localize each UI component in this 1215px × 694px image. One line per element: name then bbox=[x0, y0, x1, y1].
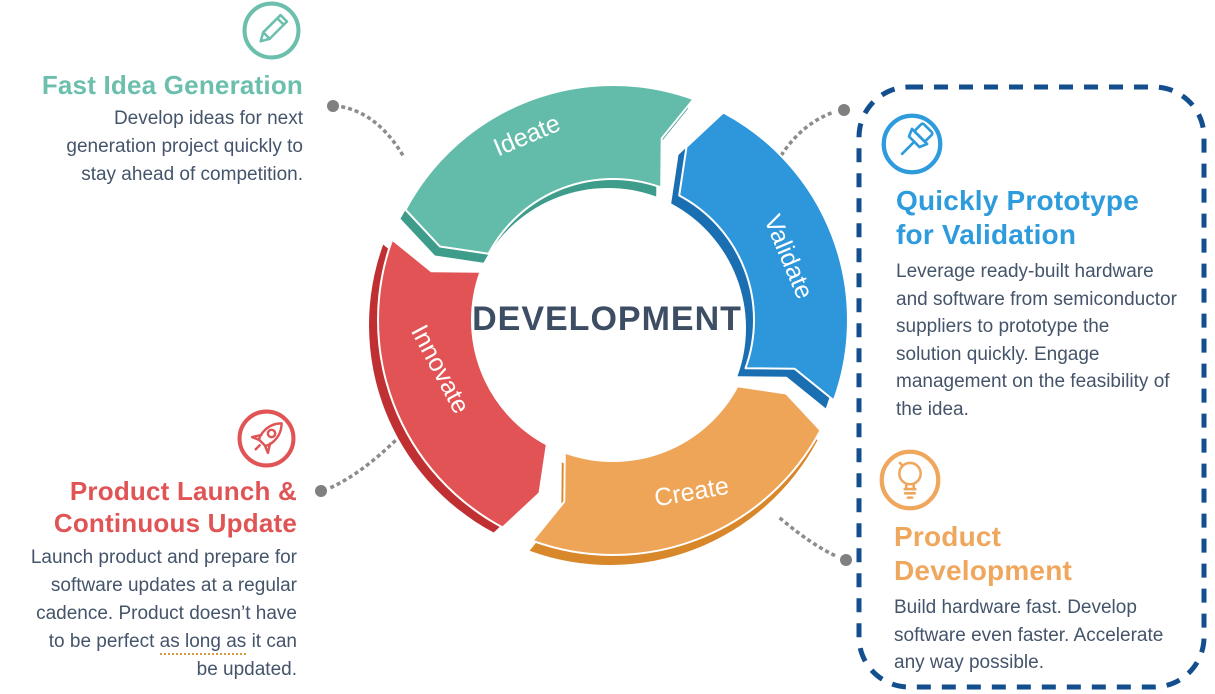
leader-dot-bottom-left bbox=[315, 485, 327, 497]
ring-segment-innovate bbox=[377, 238, 548, 529]
callout-body: Leverage ready-built hardware and softwa… bbox=[896, 258, 1200, 423]
pencil-icon bbox=[242, 1, 301, 60]
callout-title-line2: Continuous Update bbox=[53, 508, 297, 538]
body-line: be updated. bbox=[196, 659, 297, 680]
rocket-icon bbox=[237, 409, 296, 468]
leader-line bbox=[778, 516, 839, 559]
leader-dot-top-right bbox=[838, 104, 850, 116]
lightbulb-icon bbox=[879, 449, 941, 511]
ring-segment-ideate bbox=[404, 84, 695, 255]
ring-segment-validate bbox=[678, 111, 849, 402]
callout-body: Develop ideas for next generation projec… bbox=[0, 105, 303, 189]
body-line: Leverage ready-built hardware bbox=[896, 261, 1154, 282]
leader-line bbox=[329, 436, 400, 490]
leader-dot-top-left bbox=[327, 100, 339, 112]
leader-top-left bbox=[340, 104, 408, 162]
callout-title-line1: Product Launch & bbox=[69, 476, 297, 506]
callout-product-launch: Product Launch & Continuous Update Launc… bbox=[0, 408, 297, 684]
body-line: cadence. Product doesn’t have bbox=[36, 603, 297, 624]
leader-line bbox=[340, 104, 408, 162]
body-line: software updates at a regular bbox=[50, 575, 297, 596]
callout-title-line1: Quickly Prototype bbox=[896, 185, 1140, 216]
ring-center-label: DEVELOPMENT bbox=[472, 300, 742, 338]
body-line: generation project quickly to bbox=[66, 136, 303, 157]
highlight-box-border bbox=[856, 84, 1207, 690]
pushpin-icon bbox=[881, 113, 943, 175]
callout-body: Build hardware fast. Develop software ev… bbox=[894, 594, 1198, 677]
body-line: Build hardware fast. Develop bbox=[894, 597, 1137, 618]
body-line: stay ahead of competition. bbox=[81, 164, 303, 185]
body-text: it can bbox=[246, 631, 297, 652]
callout-body: Launch product and prepare for software … bbox=[0, 544, 297, 684]
body-line: software even faster. Accelerate bbox=[894, 624, 1164, 646]
callout-title-line1: Product bbox=[894, 521, 1002, 552]
grammar-underlined-text: as long as bbox=[159, 631, 247, 655]
body-line: Develop ideas for next bbox=[113, 108, 303, 129]
body-line: suppliers to prototype the bbox=[896, 316, 1110, 337]
body-line: solution quickly. Engage bbox=[896, 343, 1100, 365]
callout-product-development: Product Development Build hardware fast.… bbox=[878, 448, 1198, 677]
callout-fast-idea-generation: Fast Idea Generation Develop ideas for n… bbox=[0, 0, 303, 189]
leader-bottom-right bbox=[778, 516, 839, 559]
body-line: any way possible. bbox=[894, 652, 1044, 673]
callout-quickly-prototype: Quickly Prototype for Validation Leverag… bbox=[880, 112, 1200, 423]
body-line: the idea. bbox=[896, 398, 969, 420]
body-line: Launch product and prepare for bbox=[30, 547, 297, 568]
body-line: to be perfect as long as it can bbox=[0, 628, 297, 656]
callout-title: Fast Idea Generation bbox=[41, 70, 303, 100]
leader-dot-bottom-right bbox=[840, 554, 852, 566]
body-line: and software from semiconductor bbox=[896, 288, 1177, 310]
leader-bottom-left bbox=[329, 436, 400, 490]
callout-title-line2: for Validation bbox=[896, 219, 1077, 250]
body-line: management on the feasibility of bbox=[896, 371, 1170, 392]
body-text: to be perfect bbox=[48, 631, 160, 652]
ring-segment-create bbox=[531, 385, 822, 556]
callout-title-line2: Development bbox=[894, 555, 1073, 586]
